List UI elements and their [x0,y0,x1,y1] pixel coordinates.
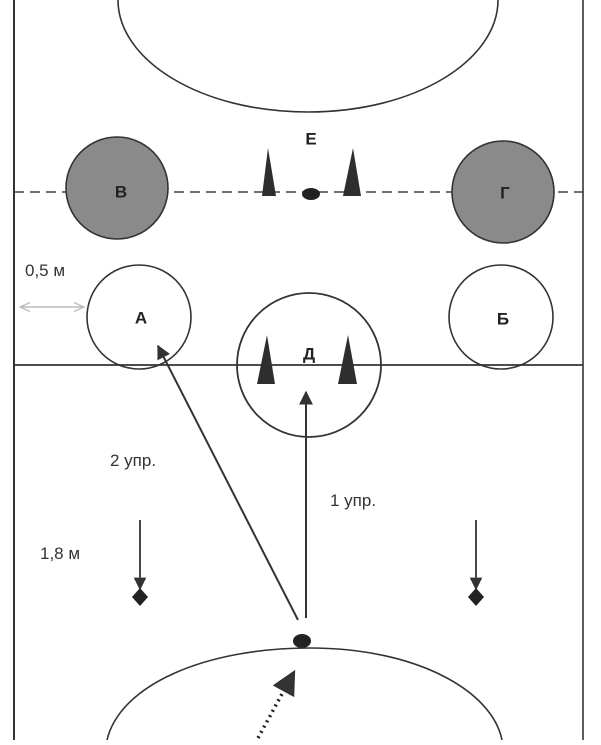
zone-d-label: Д [302,344,316,364]
zone-a-label: А [134,308,148,328]
one-eight-meter-label: 1,8 м [40,544,81,563]
zone-v-circle [65,136,169,240]
exercise-1-label: 1 упр. [330,491,377,510]
zone-d-circle [236,292,382,438]
zone-a-circle [86,264,192,370]
zone-g-label: Г [500,183,510,203]
zone-g-circle [451,140,555,244]
right-diamond-icon [468,588,484,606]
zone-e-label: Е [305,129,317,149]
cone-icon [343,148,361,196]
cone-icon [257,335,275,384]
bottom-puck-icon [293,634,311,648]
cone-icon [338,335,357,384]
puck-icon [302,188,320,200]
bottom-arc [106,647,503,741]
exercise-2-label: 2 упр. [110,451,157,470]
exercise-2-arrow [157,344,299,621]
zone-v-label: В [114,182,128,202]
cone-icon [262,148,276,196]
top-arc [117,0,499,113]
zone-b-label: Б [496,309,510,329]
zone-b-circle [448,264,554,370]
left-diamond-icon [132,588,148,606]
half-meter-label: 0,5 м [25,261,66,280]
dotted-arrow [256,669,296,739]
